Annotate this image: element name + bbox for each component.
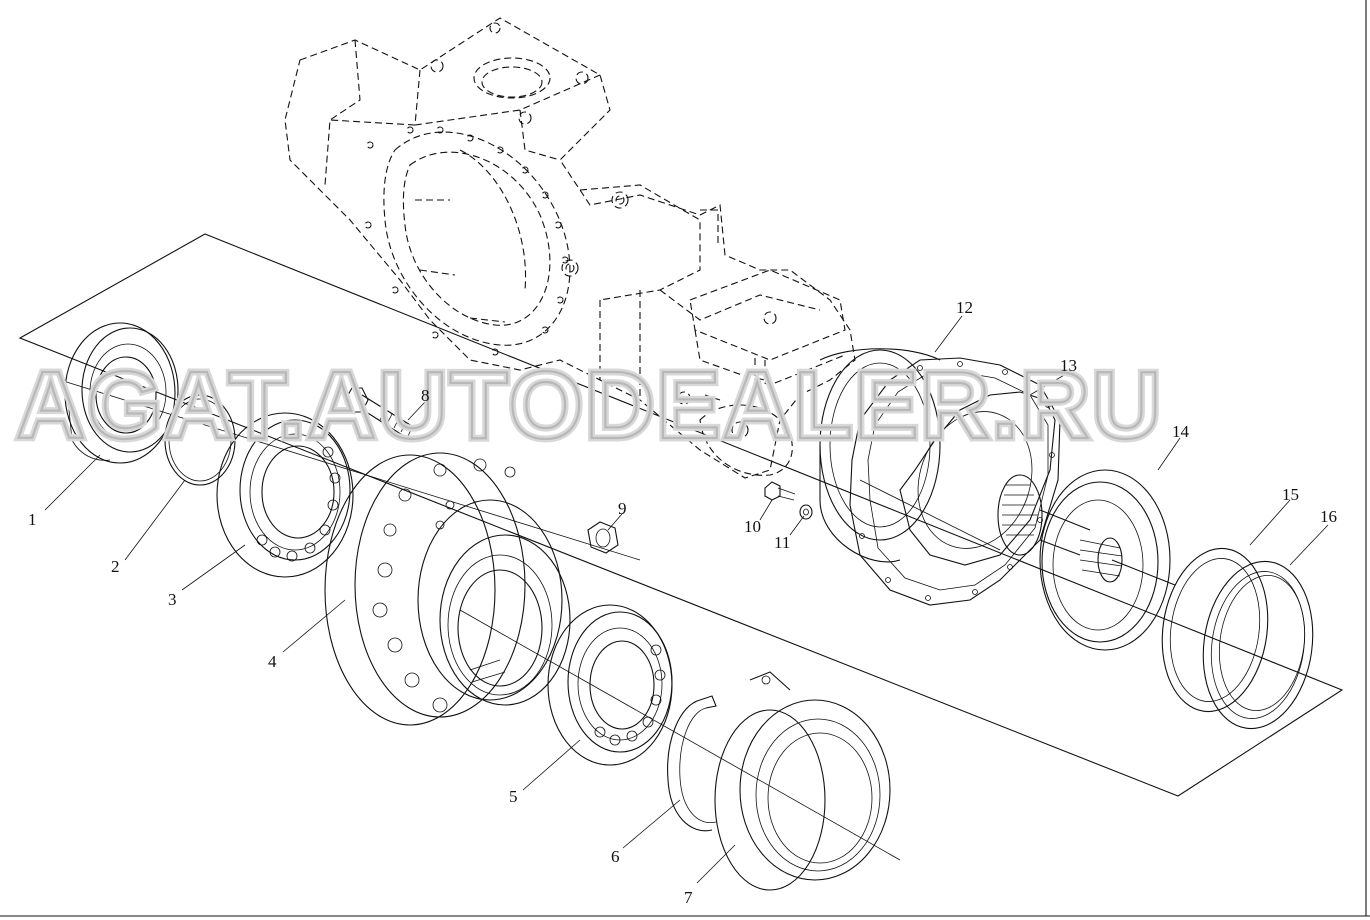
axis-line-lower (459, 609, 901, 861)
part-7-ring-gear (714, 671, 891, 891)
callout-15: 15 (1282, 485, 1299, 504)
part-15-ring (1161, 547, 1269, 713)
part-13-plate (899, 391, 1091, 566)
part-11-washer (799, 504, 813, 520)
callout-12: 12 (956, 298, 973, 317)
part-6-snap-ring (667, 695, 717, 832)
callout-4: 4 (268, 652, 277, 671)
part-10-small-bolt (764, 481, 796, 501)
part-5-bearing (547, 604, 673, 766)
leader-lines (44, 315, 1329, 884)
watermark-text-halo: AGAT.AUTODEALER.RU (16, 352, 1163, 459)
callout-11: 11 (774, 533, 790, 552)
callout-1: 1 (28, 510, 37, 529)
callout-2: 2 (111, 557, 120, 576)
callout-14: 14 (1172, 422, 1190, 441)
callout-3: 3 (168, 590, 177, 609)
watermark-text: AGAT.AUTODEALER.RU (16, 352, 1163, 459)
part-16-ring (1202, 560, 1314, 730)
axle-housing (284, 17, 856, 479)
callout-5: 5 (509, 787, 518, 806)
axis-line-left (59, 379, 641, 561)
callout-10: 10 (744, 517, 761, 536)
callout-9: 9 (618, 499, 627, 518)
part-4-wheel-hub (324, 452, 571, 726)
callout-13: 13 (1060, 356, 1077, 375)
part-3-bearing (216, 412, 354, 578)
callout-7: 7 (684, 888, 693, 907)
part-1-seal (64, 322, 179, 464)
axis-line-right (859, 479, 1001, 551)
callout-16: 16 (1320, 507, 1337, 526)
part-14-flange (1039, 469, 1176, 651)
part-12-drum-housing (819, 348, 1061, 606)
callout-6: 6 (611, 847, 620, 866)
part-8-bolt (344, 387, 416, 441)
part-9-nut (587, 521, 619, 554)
assembly-plane (18, 233, 1344, 797)
callout-8: 8 (421, 386, 430, 405)
